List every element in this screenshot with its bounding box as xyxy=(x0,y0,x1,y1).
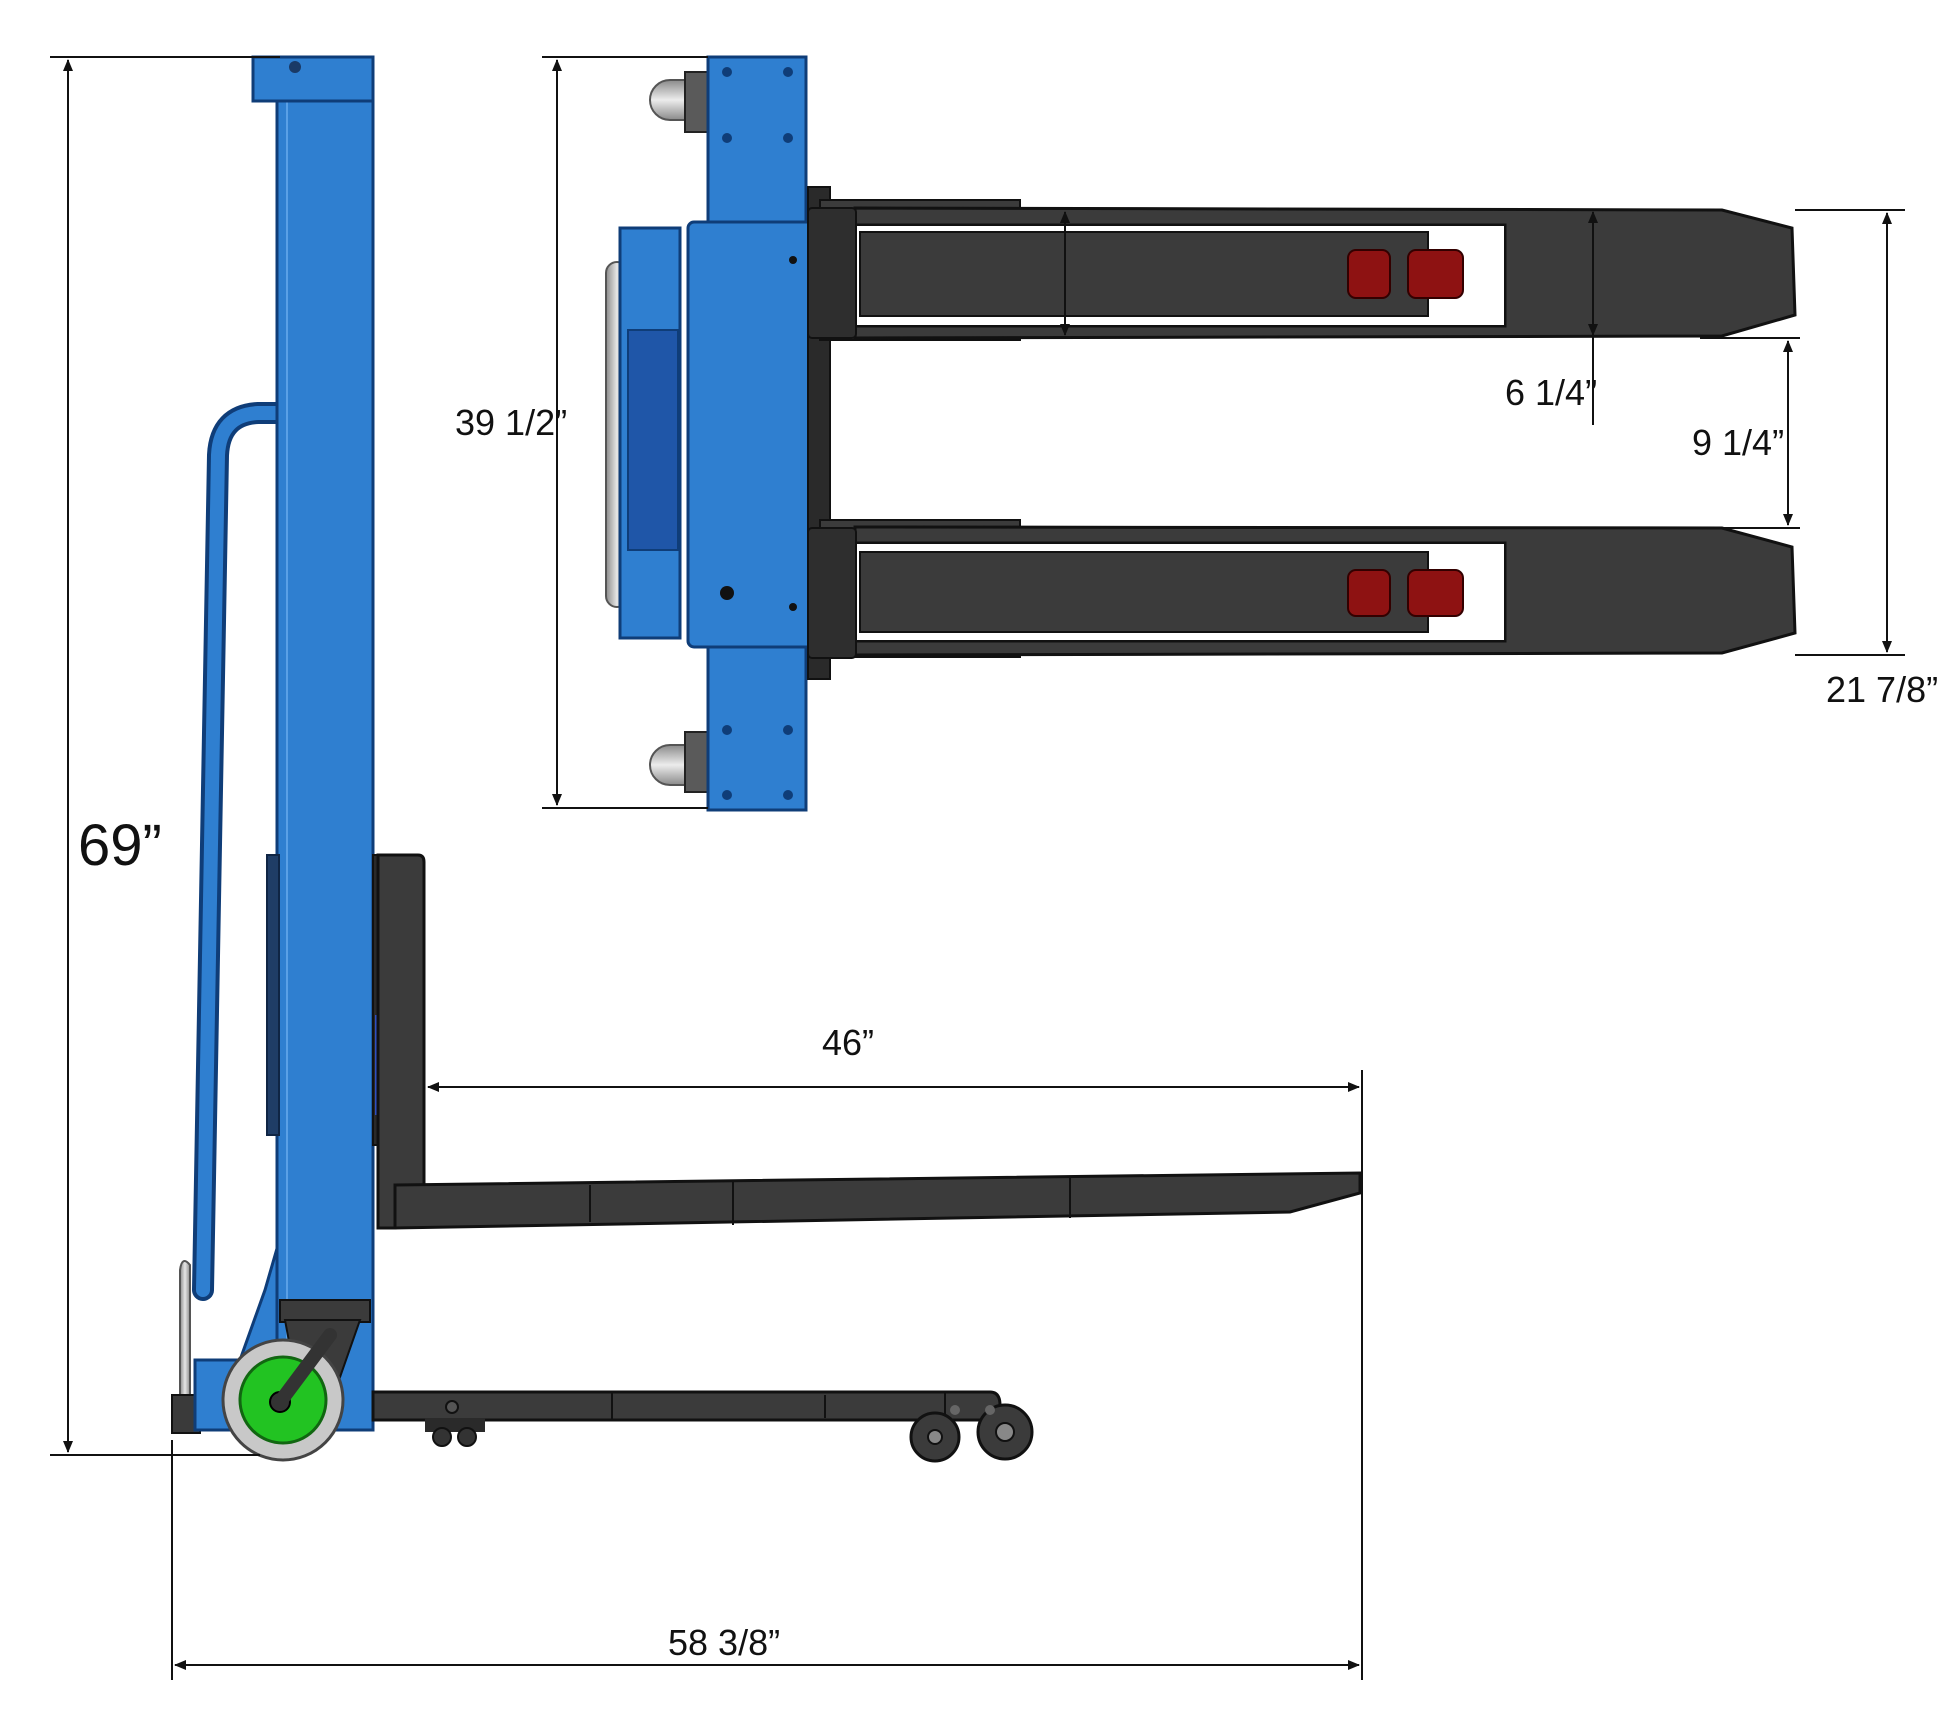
roller xyxy=(1407,249,1464,299)
fork-spread-dimension-label: 21 7/8” xyxy=(1826,669,1938,710)
roller xyxy=(1407,569,1464,617)
roller xyxy=(1347,569,1391,617)
fork-width-dimension-label: 6 1/4” xyxy=(1505,372,1597,413)
roller xyxy=(1347,249,1391,299)
fork-back xyxy=(376,853,426,1230)
overall-length-dimension-label: 58 3/8” xyxy=(668,1622,780,1663)
straddle-leg xyxy=(371,1390,1002,1422)
dimension-lines xyxy=(50,56,1905,1680)
side-mast xyxy=(275,98,375,1432)
fork-blade xyxy=(393,1171,1362,1230)
side-view xyxy=(171,55,1362,1463)
rear-bumper xyxy=(179,1260,191,1410)
fork-length-dimension-label: 46” xyxy=(822,1022,874,1063)
side-mast-head xyxy=(251,55,375,103)
top-view-height-dimension-label: 39 1/2” xyxy=(455,402,567,443)
top-view xyxy=(605,55,1797,812)
top-mast-body xyxy=(686,220,818,649)
fork-gap-dimension-label: 9 1/4” xyxy=(1692,422,1784,463)
height-dimension-label: 69” xyxy=(78,813,162,878)
